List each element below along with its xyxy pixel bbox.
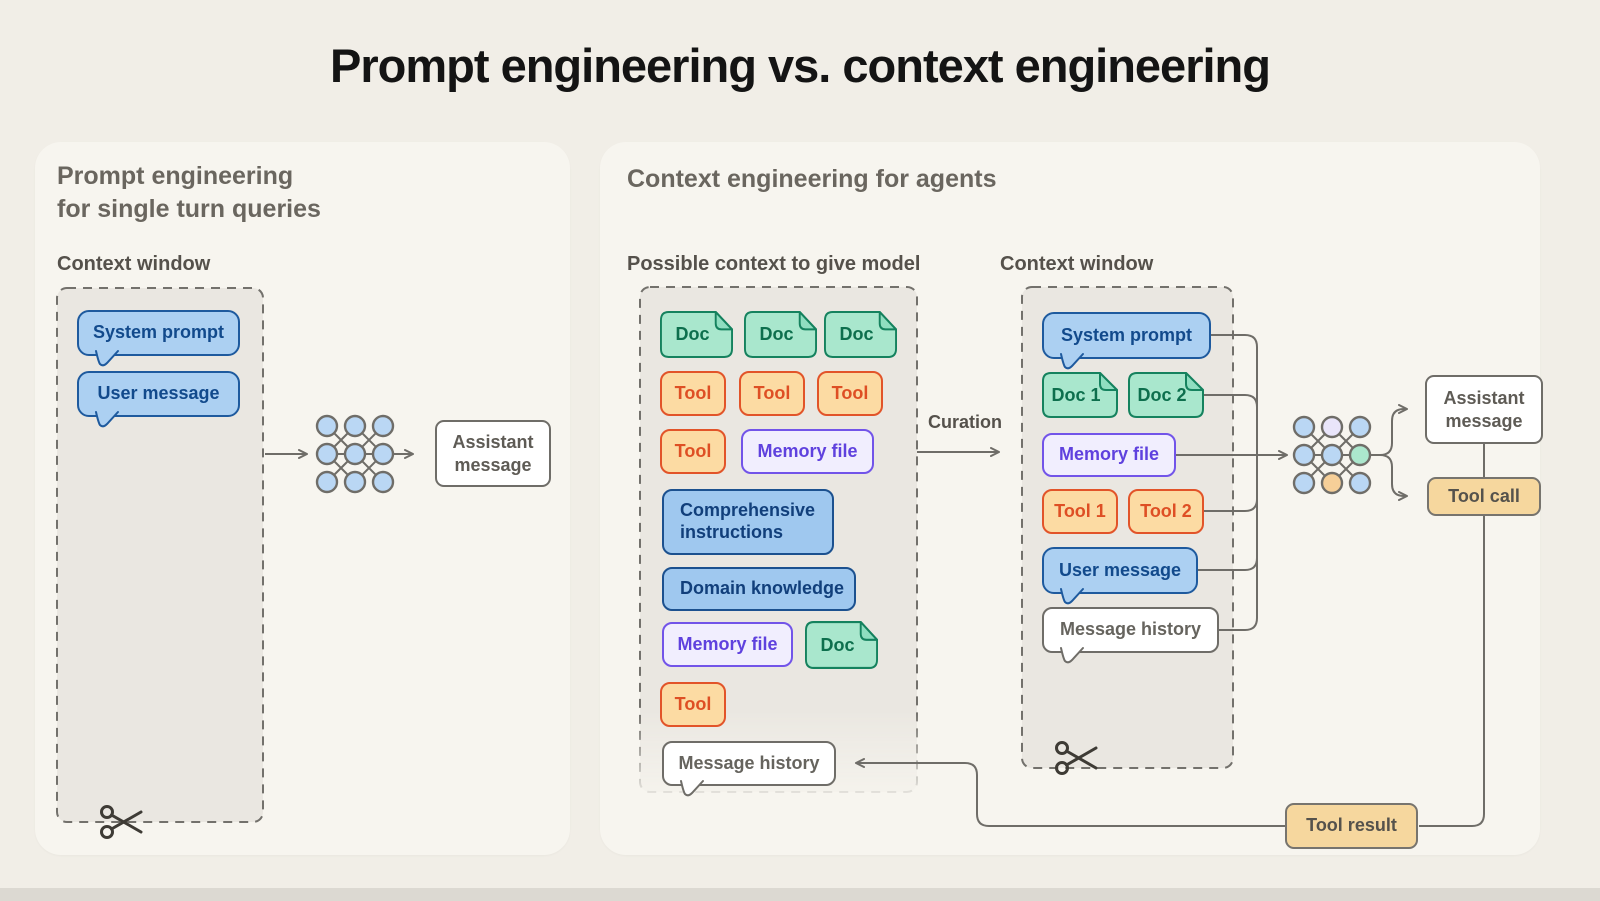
memory-file-label: Memory file — [1058, 444, 1160, 465]
tool-label: Tool — [753, 382, 791, 403]
doc-label: Doc 2 — [1137, 384, 1187, 405]
doc-chip: Doc 1 — [1042, 372, 1118, 418]
tool-label: Tool — [674, 693, 712, 714]
message-history-label: Message history — [1059, 619, 1202, 640]
memory-file-chip: Memory file — [1042, 433, 1176, 477]
doc-chip: Doc — [660, 311, 733, 358]
prompt-engineering-panel — [35, 142, 570, 855]
user-message-label: User message — [1058, 559, 1182, 580]
tool-chip: Tool — [739, 371, 805, 416]
tool-label: Tool 2 — [1140, 500, 1192, 521]
tool-chip: Tool — [660, 371, 726, 416]
right-context-window-label: Context window — [1000, 253, 1154, 275]
left-panel-header: Prompt engineering for single turn queri… — [57, 160, 321, 226]
doc-chip: Doc 2 — [1128, 372, 1204, 418]
speech-tail — [1060, 588, 1084, 605]
doc-label: Doc — [820, 634, 855, 655]
domain-knowledge-label: Domain knowledge — [680, 578, 845, 599]
memory-file-chip: Memory file — [662, 622, 793, 667]
message-history-label: Message history — [678, 752, 820, 773]
comprehensive-instructions-chip: Comprehensive instructions — [662, 489, 834, 555]
user-message-chip: User message — [1042, 547, 1198, 605]
left-panel-header-line1: Prompt engineering — [57, 162, 294, 190]
message-history-chip: Message history — [662, 741, 836, 797]
possible-context-label: Possible context to give model — [627, 253, 921, 275]
left-context-window-label: Context window — [57, 253, 211, 275]
system-prompt-chip: System prompt — [77, 310, 240, 367]
system-prompt-chip: System prompt — [1042, 312, 1211, 370]
bottom-edge-strip — [0, 888, 1600, 901]
doc-chip: Doc — [805, 621, 878, 669]
assistant-message-box: Assistant message — [1425, 375, 1543, 444]
tool-call-label: Tool call — [1448, 485, 1520, 506]
tool-chip: Tool — [660, 429, 726, 474]
user-message-chip: User message — [77, 371, 240, 428]
doc-chip: Doc — [824, 311, 897, 358]
system-prompt-label: System prompt — [1060, 324, 1193, 345]
domain-knowledge-chip: Domain knowledge — [662, 567, 856, 611]
page-title: Prompt engineering vs. context engineeri… — [330, 39, 1271, 92]
tool-call-chip: Tool call — [1427, 477, 1541, 516]
doc-chip: Doc — [744, 311, 817, 358]
speech-tail — [1060, 647, 1084, 664]
assistant-message-box: Assistant message — [435, 420, 551, 487]
tool-chip: Tool 1 — [1042, 489, 1118, 534]
doc-label: Doc 1 — [1051, 384, 1101, 405]
right-panel-header: Context engineering for agents — [627, 165, 997, 193]
message-history-chip: Message history — [1042, 607, 1219, 664]
speech-tail — [680, 780, 704, 797]
speech-tail — [95, 411, 119, 428]
tool-label: Tool — [674, 382, 712, 403]
tool-chip: Tool — [817, 371, 883, 416]
curation-label: Curation — [928, 412, 1002, 432]
memory-file-chip: Memory file — [741, 429, 874, 474]
tool-label: Tool — [831, 382, 869, 403]
speech-tail — [95, 350, 119, 367]
doc-label: Doc — [839, 324, 874, 344]
memory-file-label: Memory file — [677, 633, 778, 654]
memory-file-label: Memory file — [757, 440, 858, 461]
tool-chip: Tool 2 — [1128, 489, 1204, 534]
tool-result-label: Tool result — [1306, 815, 1397, 836]
tool-label: Tool 1 — [1054, 500, 1106, 521]
comprehensive-instructions-label: Comprehensive instructions — [680, 500, 816, 542]
speech-tail — [1060, 353, 1084, 370]
tool-result-chip: Tool result — [1285, 803, 1418, 849]
left-panel-header-line2: for single turn queries — [57, 195, 321, 223]
tool-label: Tool — [674, 440, 712, 461]
tool-chip: Tool — [660, 682, 726, 727]
doc-label: Doc — [759, 324, 794, 344]
user-message-label: User message — [97, 383, 220, 404]
doc-label: Doc — [675, 324, 710, 344]
system-prompt-label: System prompt — [92, 322, 225, 343]
